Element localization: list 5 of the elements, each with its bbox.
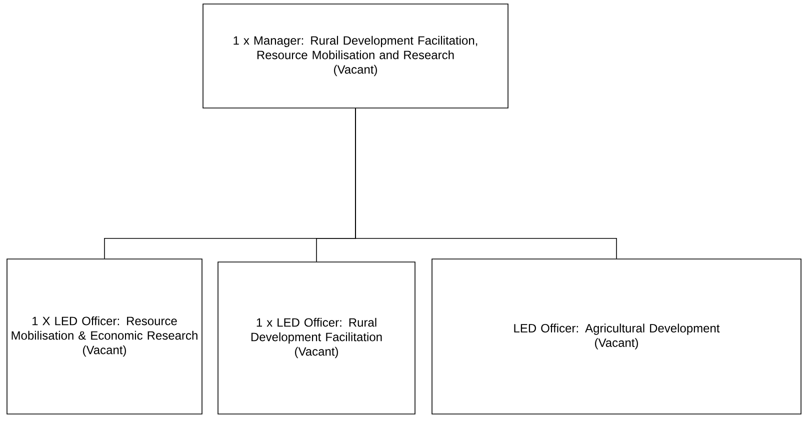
position-box: 1 x Manager: Rural Development Facilitation, Resource Mobilisation and Research (Vacant) xyxy=(202,4,508,108)
position-box: 1 X LED Officer: Resource Mobilisation & Economic Research (Vacant) xyxy=(6,258,202,414)
position-box: 1 x LED Officer: Rural Development Facilitation (Vacant) xyxy=(218,262,416,414)
connector-line xyxy=(355,108,617,259)
position-box: LED Officer: Agricultural Development (Vacant) xyxy=(432,258,802,414)
